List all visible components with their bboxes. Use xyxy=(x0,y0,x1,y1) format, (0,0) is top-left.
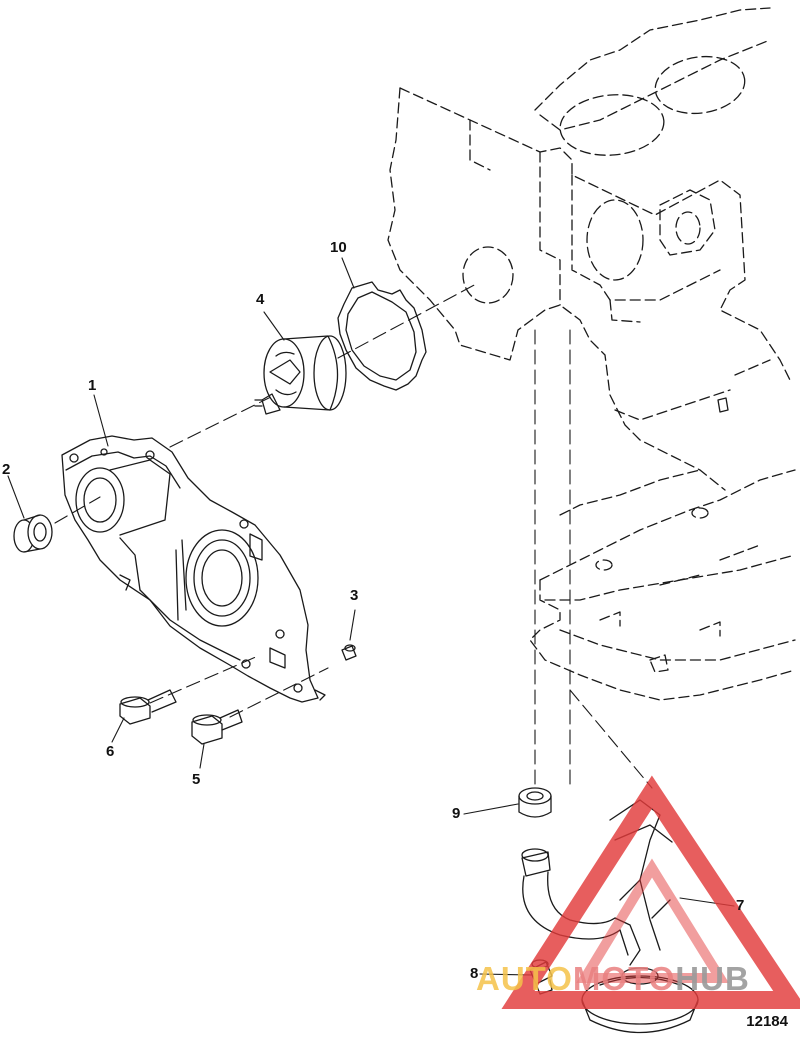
bushing-part-9 xyxy=(518,787,552,818)
warning-triangle-logo xyxy=(501,775,800,1009)
callout-leaders xyxy=(7,257,735,976)
callout-1: 1 xyxy=(88,377,97,394)
callout-10: 10 xyxy=(330,239,347,256)
dowel-pin-part-3 xyxy=(341,644,357,661)
callout-8: 8 xyxy=(470,965,479,982)
bolt-part-5 xyxy=(191,709,243,745)
callout-2: 2 xyxy=(2,461,11,478)
callout-9: 9 xyxy=(452,805,461,822)
bolt-part-6 xyxy=(119,689,177,725)
oil-pump-rotor-part-4 xyxy=(254,335,347,415)
callout-6: 6 xyxy=(106,743,115,760)
watermark-part-moto: MOTO xyxy=(572,960,676,997)
center-lines xyxy=(54,282,653,791)
watermark-text: AUTOMOTOHUB xyxy=(476,960,750,998)
figure-number: 12184 xyxy=(746,1013,788,1030)
watermark-part-hub: HUB xyxy=(675,960,750,997)
oil-pan-phantom xyxy=(529,469,796,701)
watermark-part-auto: AUTO xyxy=(476,960,573,997)
callout-5: 5 xyxy=(192,771,201,788)
engine-block-phantom xyxy=(387,7,791,491)
pump-housing-part-1 xyxy=(61,435,326,703)
callout-3: 3 xyxy=(350,587,359,604)
seal-part-2 xyxy=(13,514,53,553)
callout-7: 7 xyxy=(736,897,745,914)
gasket-part-10 xyxy=(337,281,427,391)
callout-4: 4 xyxy=(256,291,265,308)
